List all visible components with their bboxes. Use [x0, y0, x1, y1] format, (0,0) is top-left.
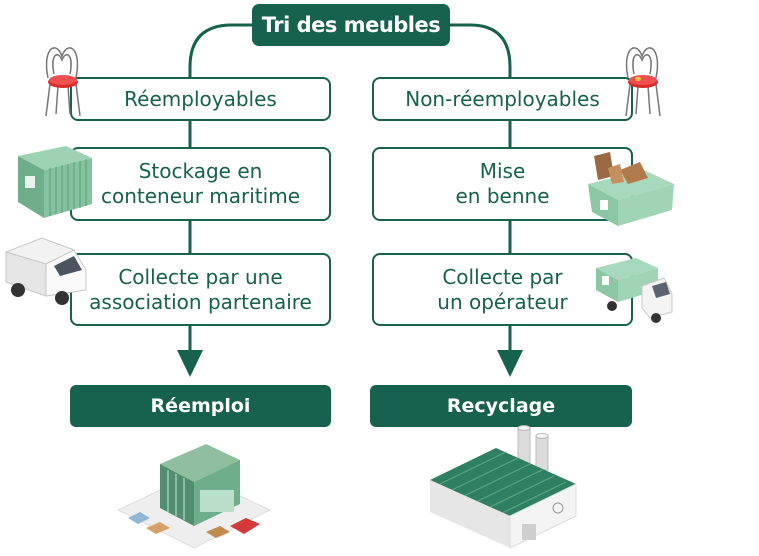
node-label: Non-réemployables — [405, 86, 600, 111]
node-collecte-operateur: Collecte par un opérateur — [372, 253, 633, 326]
arrow-down-left — [177, 350, 203, 377]
node-stockage-conteneur: Stockage en conteneur maritime — [70, 147, 331, 221]
node-label-line2: en benne — [455, 184, 550, 208]
skip-bin-icon — [588, 152, 674, 226]
arrow-down-right — [497, 350, 523, 377]
node-collecte-association: Collecte par une association partenaire — [70, 253, 331, 326]
node-label-line1: Collecte par — [442, 264, 563, 289]
node-label-line1: Collecte par une — [118, 264, 283, 289]
node-label-line1: Mise — [479, 159, 526, 183]
node-reemployables: Réemployables — [70, 77, 331, 121]
node-label-line2: un opérateur — [437, 289, 568, 314]
diagram-title: Tri des meubles — [252, 4, 450, 46]
node-label-line1: Stockage en — [138, 159, 263, 183]
chair-icon — [625, 47, 661, 117]
node-label: Réemployables — [124, 86, 277, 111]
node-non-reemployables: Non-réemployables — [372, 77, 633, 121]
node-label-line2: association partenaire — [89, 289, 312, 314]
factory-icon — [430, 425, 577, 549]
result-recyclage: Recyclage — [370, 385, 632, 427]
result-reemploi: Réemploi — [70, 385, 331, 427]
node-label-line2: conteneur maritime — [101, 184, 300, 208]
van-icon — [4, 237, 87, 305]
dump-truck-icon — [596, 258, 673, 323]
store-icon — [116, 444, 272, 549]
chair-red-icon — [45, 47, 81, 117]
shipping-container-icon — [18, 146, 92, 218]
